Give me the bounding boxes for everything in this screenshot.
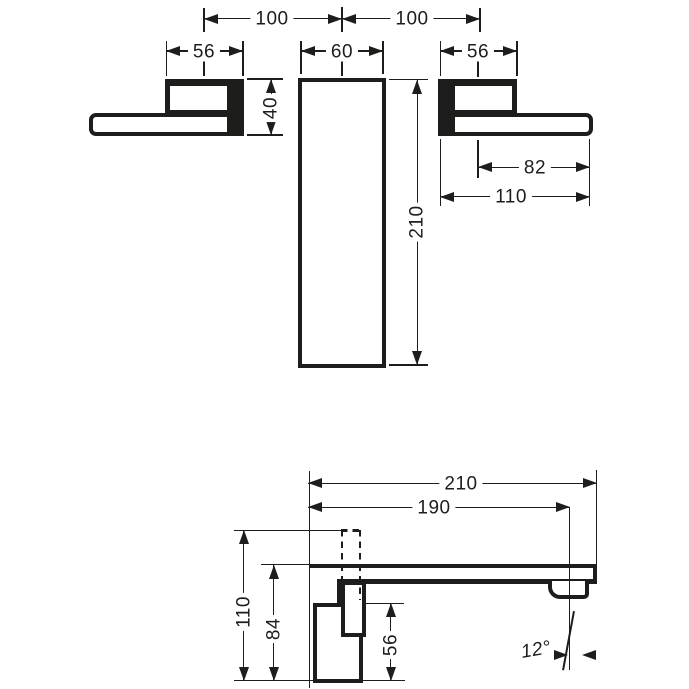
spout-bar-end-edge [592,563,597,584]
arrow-handle-height-up [266,79,277,93]
ext-line-spout-left [300,41,302,74]
aerator [548,581,589,599]
ext-line-rh-lever-left [439,139,441,206]
dim-label-escutcheon-height: 56 [380,630,401,660]
ext-line-handle-top [247,78,283,80]
centerline-tick-left-top [203,8,205,32]
dim-label-spray-angle: 12° [519,637,553,663]
arrow-lever-length-left [440,191,454,202]
arrow-escutcheon-up [385,603,396,617]
arrow-rh-width-right [503,46,517,56]
right-handle-lever [438,112,593,136]
centerline-tick-left-low [203,60,205,76]
dim-label-spout-width: 60 [325,42,359,61]
aerator-centerline [568,508,571,670]
ext-line-spout-top [389,78,428,81]
left-handle-body-left-edge [165,85,170,115]
arrow-spacing-left [204,13,218,24]
ext-line-rh-right [516,41,518,76]
dim-label-total-projection: 210 [439,474,483,493]
dim-label-lever-length: 110 [490,187,532,206]
ext-line-spout-right [382,41,384,74]
arrow-lh-width-right [229,46,243,56]
arrow-spacing-right [466,13,480,24]
arrow-lever-reach-right [575,162,590,173]
right-handle-body-bottom-edge [455,110,517,115]
dim-label-spacing-right: 100 [390,9,434,29]
right-handle-body-right-edge [512,85,517,115]
arrow-rh-width-left [440,46,454,56]
arrow-spray-angle-right [581,649,596,660]
arrow-lever-reach-left [478,162,492,173]
arrow-total-height-down [238,667,249,681]
arrow-spacing-center-b [342,13,356,24]
ext-line-rh-center [477,140,479,178]
ext-line-below-top [261,563,309,566]
arrow-spray-angle-left [554,649,568,660]
hidden-connection-right [358,530,362,600]
centerline-tick-right-low [477,61,479,77]
hidden-connection-top [340,529,362,532]
dim-label-below-top: 84 [263,614,284,644]
dim-label-aerator-projection: 190 [412,498,456,517]
arrow-spout-height-down [412,351,423,365]
arrow-below-top-up [268,565,279,579]
arrow-total-height-up [238,530,249,544]
arrow-lever-length-right [575,191,590,202]
arrow-spacing-center-a [328,13,342,24]
wall-reference-line [308,471,311,688]
arrow-total-projection-left [308,478,322,489]
right-handle-stem [438,85,455,135]
dim-label-handle-height: 40 [261,93,282,123]
arrow-spout-width-left [301,46,315,56]
arrow-spout-height-up [412,80,423,94]
left-handle-lever [88,112,244,136]
arrow-aerator-projection-left [308,502,322,513]
spout-bar-step-edge [337,579,342,605]
left-handle-body-bottom-edge [165,110,227,115]
left-handle-stem [227,85,244,135]
spout-bar-bottom-edge [337,579,597,584]
dim-label-total-height: 110 [233,593,254,631]
arrow-lh-width-left [166,46,180,56]
ext-line-lh-right [242,41,244,76]
arrow-aerator-projection-right [556,502,570,513]
hidden-connection-left [340,530,344,600]
right-handle-plate [438,78,517,86]
ext-line-total-height-top [234,529,344,531]
ext-line-escutcheon-top [366,602,404,604]
left-handle-plate [165,78,244,86]
dim-label-lever-reach: 82 [518,158,552,177]
arrow-total-projection-right [583,478,597,489]
dim-label-spout-height: 210 [407,202,428,242]
ext-line-rh-left [439,41,441,76]
arrow-spout-width-right [369,46,383,56]
arrow-handle-height-down [266,121,277,135]
ext-line-spout-bottom [389,364,428,366]
ext-line-handle-bottom [247,134,283,136]
spout-bar-top-edge [309,563,597,568]
supply-pipe [341,581,366,637]
spout-plate [297,77,386,368]
arrow-below-top-down [268,667,279,681]
dim-label-spacing-left: 100 [250,9,294,29]
ext-line-lh-left [165,41,167,76]
centerline-tick-mid-low [341,60,343,76]
ext-line-rh-lever-end [588,139,590,206]
ext-line-spout-end [595,470,597,564]
arrow-escutcheon-down [385,667,396,681]
dim-label-rh-width: 56 [461,42,495,61]
dim-label-lh-width: 56 [187,42,221,61]
